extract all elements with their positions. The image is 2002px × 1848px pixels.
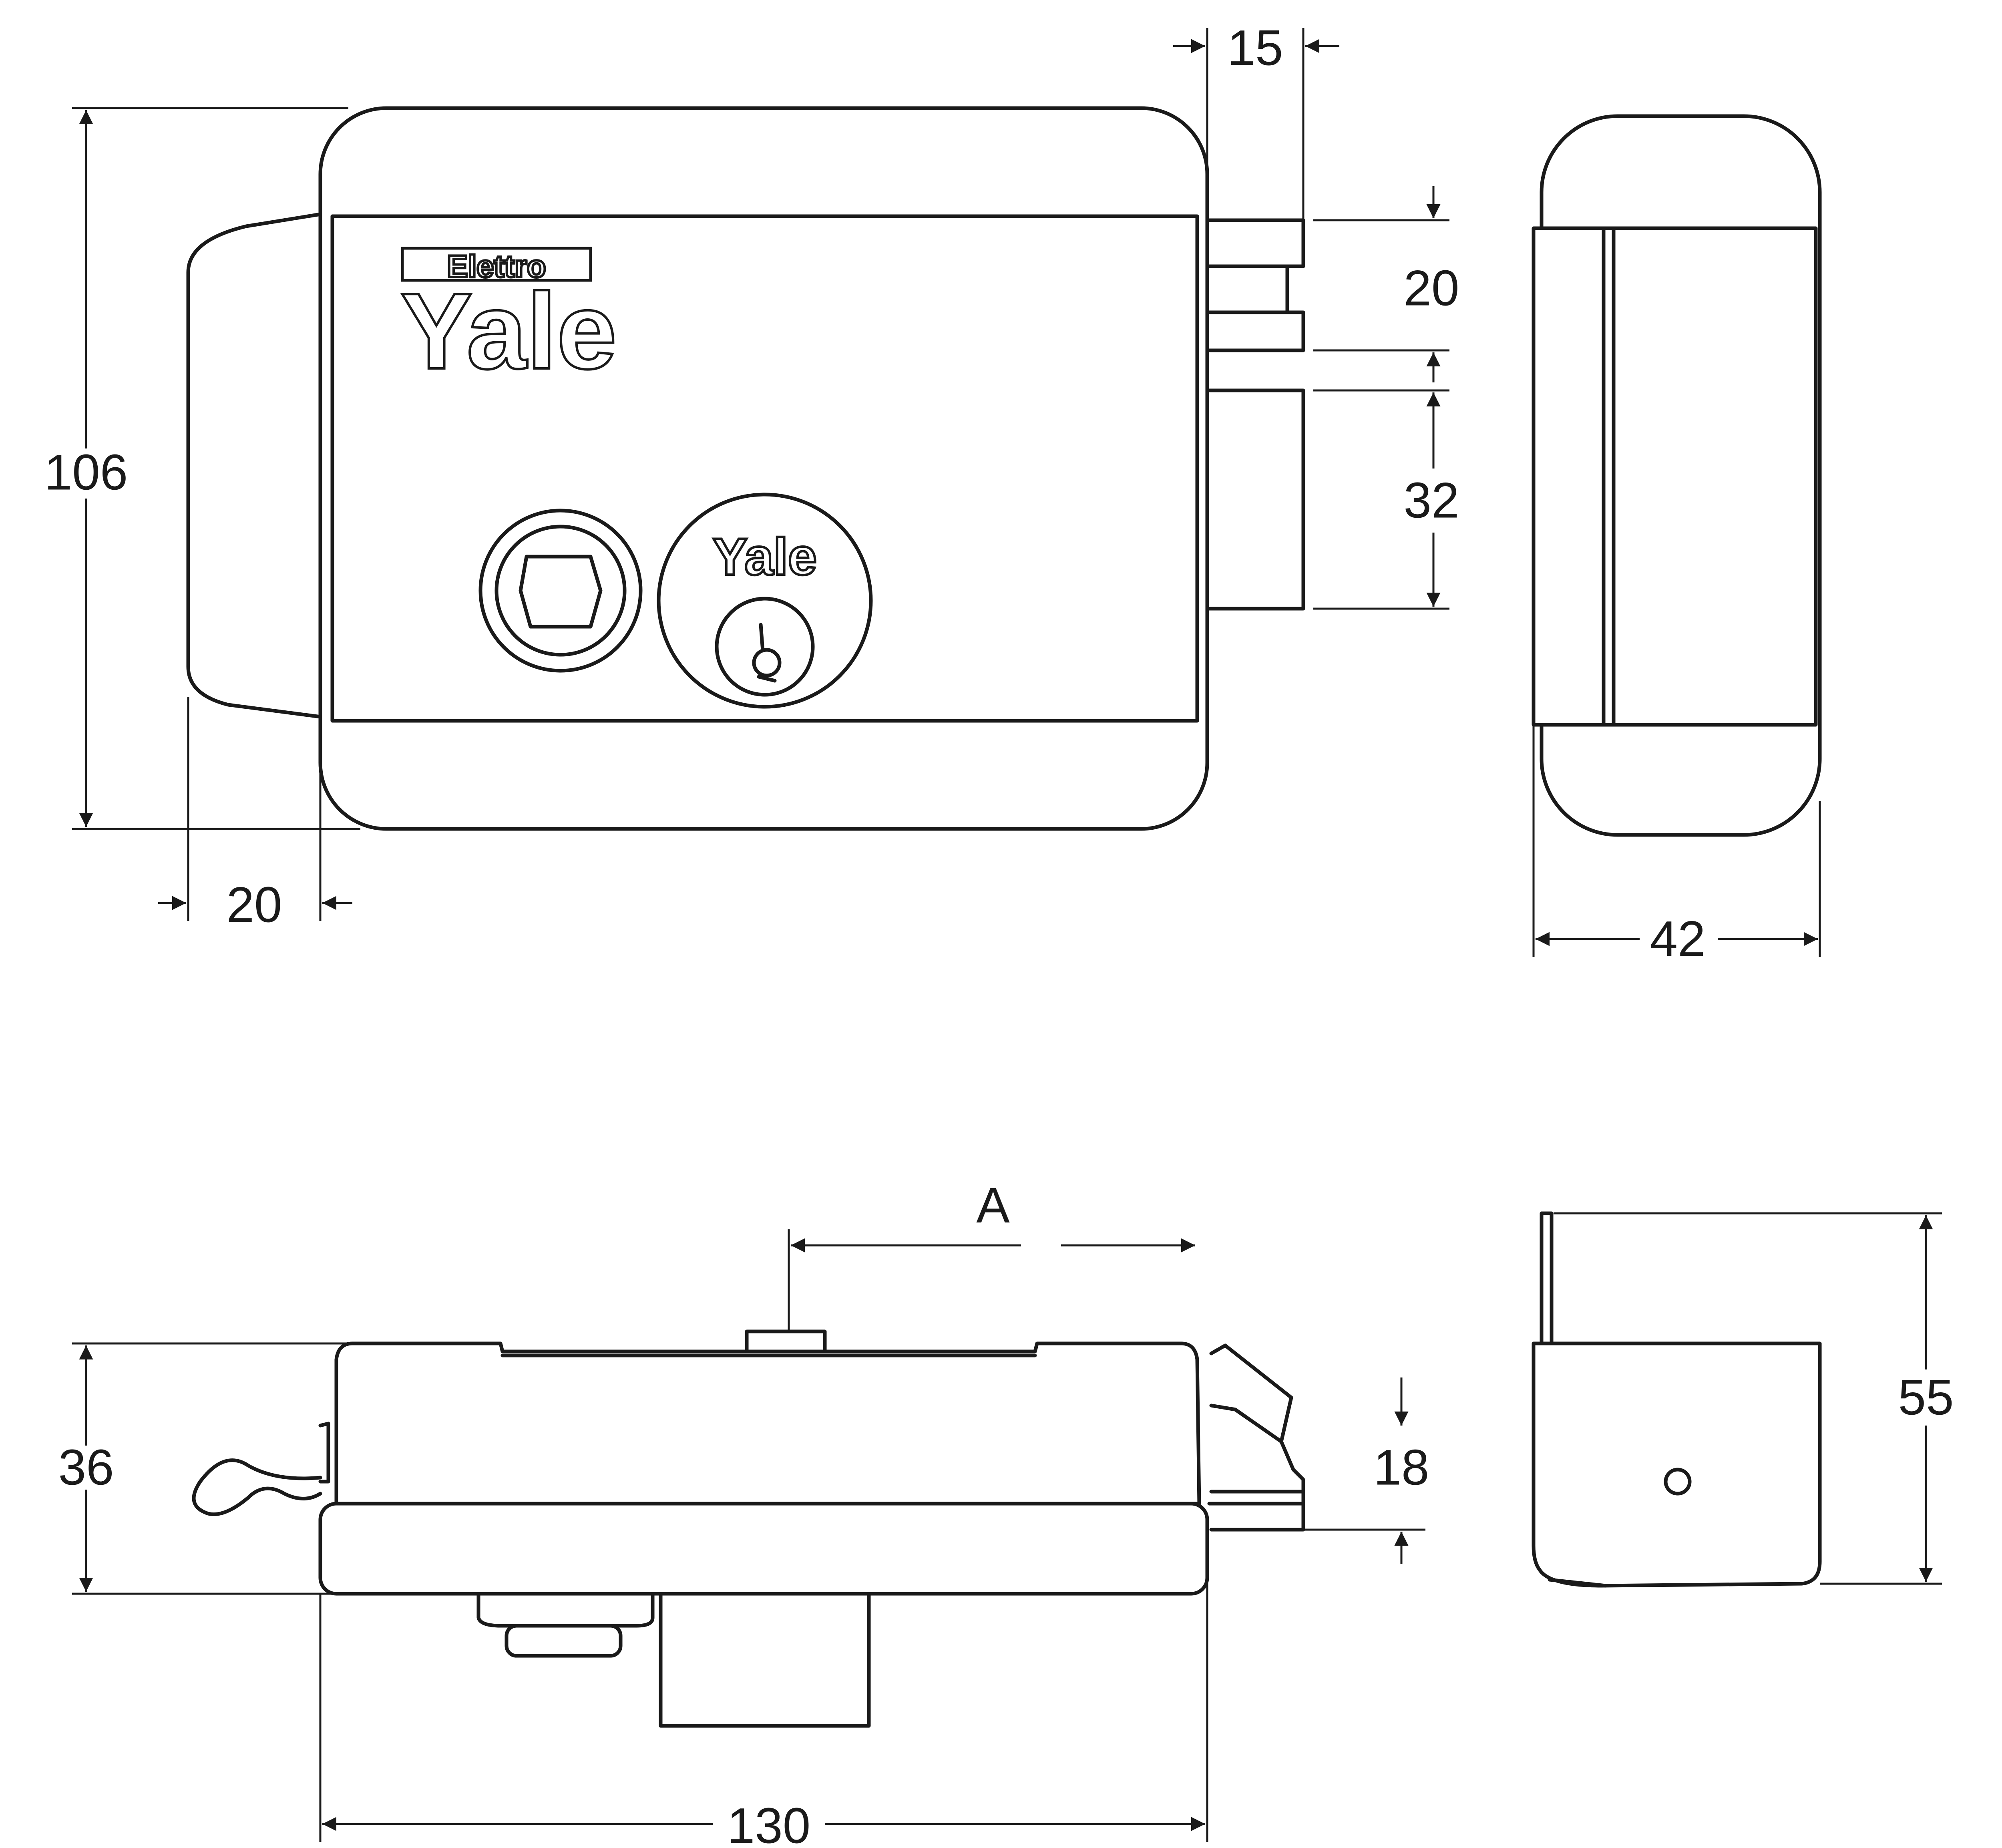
keyhole [715, 597, 815, 697]
dim-offset-A: A [976, 1178, 1010, 1233]
dim-bolt-15: 15 [1227, 20, 1283, 76]
key-cylinder: Yale [657, 493, 873, 709]
cylinder-body [659, 1592, 871, 1728]
side-view: 42 [1532, 114, 1822, 967]
dim-height-106: 106 [44, 445, 128, 501]
bottom-body-upper [334, 1341, 1201, 1506]
brand-plate [401, 247, 592, 282]
bottom-view: A 36 18 130 [58, 1178, 1429, 1848]
dim-width-42: 42 [1650, 911, 1705, 967]
dim-height-55: 55 [1898, 1370, 1954, 1426]
dim-height-36: 36 [58, 1440, 114, 1496]
end-view: 55 [1532, 1211, 1954, 1588]
dim-length-130: 130 [727, 1798, 811, 1848]
bottom-plate [318, 1502, 1209, 1596]
wire [192, 1458, 322, 1516]
front-view: Elettro Yale Yale 106 20 [44, 20, 1459, 933]
handle-housing [186, 212, 322, 719]
dead-bolt [1205, 388, 1305, 611]
latch-bolt [1205, 218, 1305, 352]
knob [505, 1624, 623, 1658]
top-stud [745, 1329, 827, 1353]
cylinder-brand: Yale [713, 527, 817, 586]
dim-latch-20: 20 [1403, 261, 1459, 316]
end-body [1532, 1341, 1822, 1588]
dim-latch-18: 18 [1373, 1440, 1429, 1496]
dim-bolt-32: 32 [1403, 473, 1459, 529]
knob-base [476, 1592, 655, 1628]
latch-tongue [1209, 1343, 1305, 1532]
face-plate [330, 214, 1199, 723]
end-screw-hole [1664, 1468, 1692, 1496]
end-tab [1540, 1211, 1554, 1345]
side-plate [1532, 226, 1818, 727]
brand-large: Yale [400, 271, 617, 392]
dim-handle-20: 20 [226, 877, 282, 933]
brand-small: Elettro [447, 249, 546, 284]
release-button [478, 509, 643, 673]
